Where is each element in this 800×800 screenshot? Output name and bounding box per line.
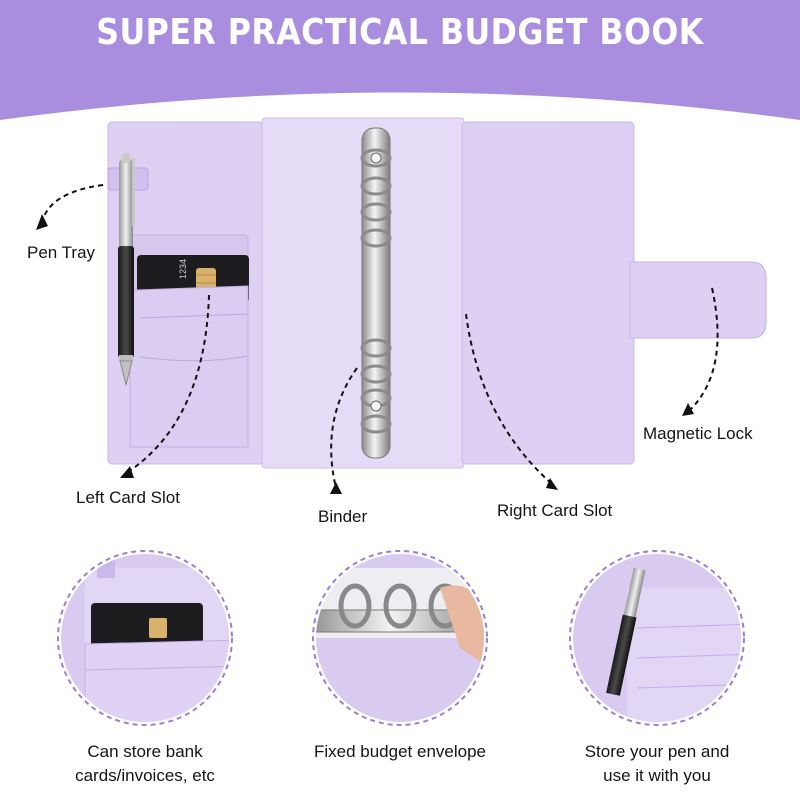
label-right-card-slot: Right Card Slot xyxy=(497,501,613,520)
caption-card-storage: Can store bank cards/invoices, etc xyxy=(35,740,255,788)
magnetic-lock-arrow xyxy=(689,287,719,411)
label-left-card-slot: Left Card Slot xyxy=(76,488,180,507)
caption-budget-envelope: Fixed budget envelope xyxy=(290,740,510,764)
label-magnetic-lock: Magnetic Lock xyxy=(643,424,753,443)
caption-pen-storage: Store your pen and use it with you xyxy=(547,740,767,788)
banner-title: SUPER PRACTICAL BUDGET BOOK xyxy=(96,12,704,53)
right-panel xyxy=(461,121,767,465)
caption-line-1: Fixed budget envelope xyxy=(313,742,487,761)
banner-background xyxy=(0,0,800,120)
caption-line-2: use it with you xyxy=(603,766,711,785)
left-card-slot-arrow xyxy=(127,294,210,473)
card-number: 1234 xyxy=(178,259,188,279)
header-banner: SUPER PRACTICAL BUDGET BOOK xyxy=(0,0,800,130)
right-card-slot-arrow xyxy=(465,313,553,485)
feature-pen-holder-closeup xyxy=(567,548,747,728)
feature-card-slot-closeup xyxy=(55,548,235,728)
annotation-arrows xyxy=(41,184,719,489)
label-binder: Binder xyxy=(318,507,368,526)
pen xyxy=(118,153,135,386)
caption-line-2: cards/invoices, etc xyxy=(75,766,215,785)
label-pen-tray: Pen Tray xyxy=(27,243,96,262)
binder-arrow xyxy=(330,367,358,489)
feature-binder-closeup xyxy=(310,548,490,728)
pen-tray-arrow xyxy=(41,184,104,223)
left-panel: 1234 xyxy=(107,121,265,465)
caption-line-1: Store your pen and xyxy=(584,742,730,761)
center-panel xyxy=(261,117,465,469)
caption-line-1: Can store bank xyxy=(87,742,203,761)
